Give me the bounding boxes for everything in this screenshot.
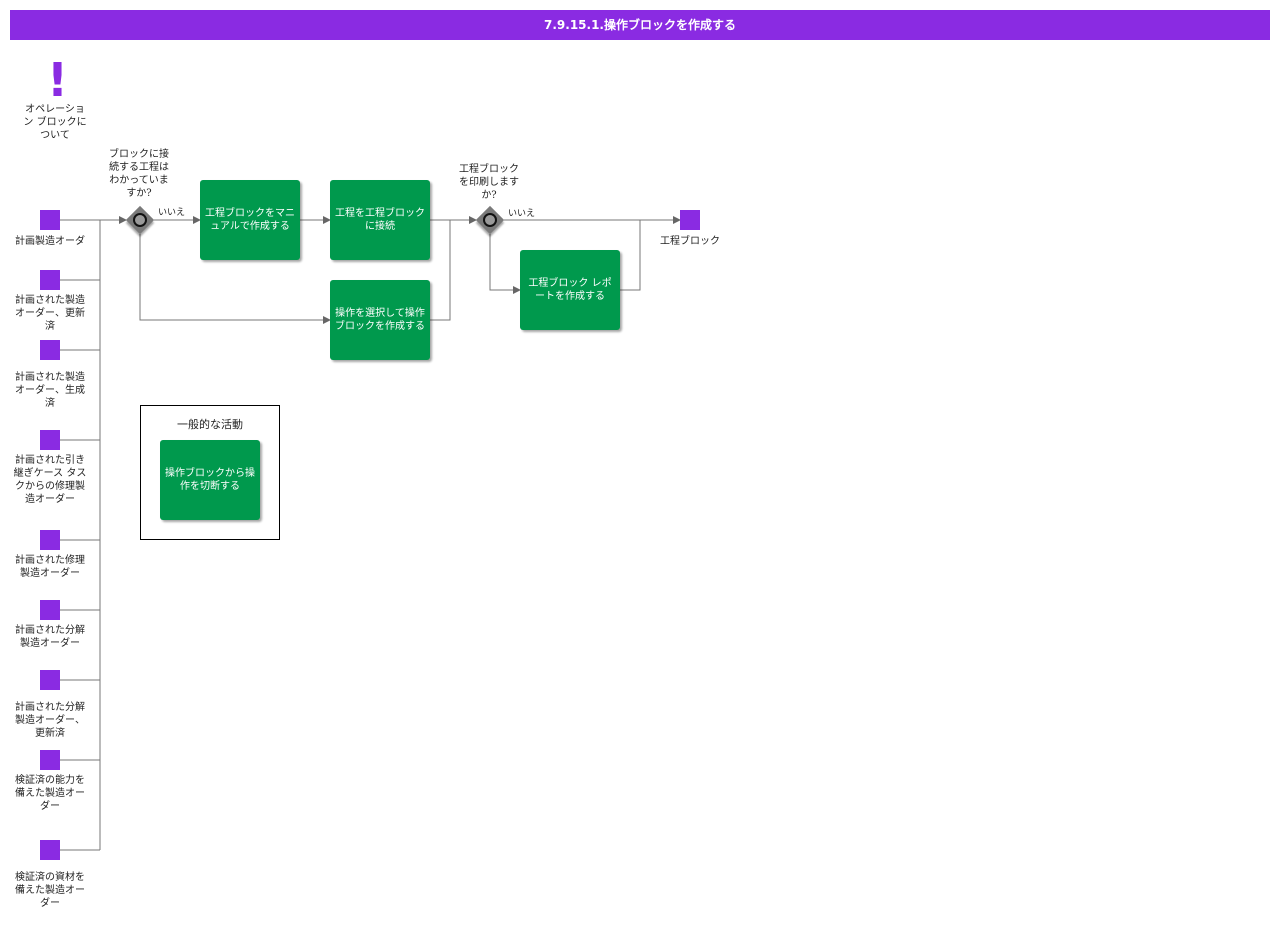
gateway-2-label: 工程ブロックを印刷しますか?	[459, 164, 519, 201]
connector-g1-yes	[139, 234, 331, 324]
input-label-1: 計画製造オーダ	[15, 236, 85, 247]
data-object-output[interactable]	[680, 210, 700, 230]
input-label-8: 検証済の能力を備えた製造オーダー	[15, 775, 85, 812]
data-object-input-2[interactable]	[40, 270, 60, 290]
annotation-label: オペレーション ブロックについて	[23, 104, 87, 141]
data-object-input-3[interactable]	[40, 340, 60, 360]
data-object-input-6[interactable]	[40, 600, 60, 620]
input-label-6: 計画された分解製造オーダー	[15, 625, 85, 649]
input-label-7: 計画された分解製造オーダー、更新済	[15, 702, 85, 739]
connector-report-output	[620, 220, 641, 291]
data-object-input-5[interactable]	[40, 530, 60, 550]
gateway-ring-icon	[130, 210, 150, 230]
input-label-3: 計画された製造オーダー、生成済	[15, 372, 85, 409]
data-object-input-4[interactable]	[40, 430, 60, 450]
gateway-ring-icon	[480, 210, 500, 230]
flow-label-no-2: いいえ	[508, 209, 536, 219]
flow-label-no-1: いいえ	[158, 208, 186, 218]
gateway-1-label: ブロックに接続する工程はわかっていますか?	[109, 149, 169, 199]
data-object-input-8[interactable]	[40, 750, 60, 770]
task-connect-operation[interactable]: 工程を工程ブロックに接続	[330, 180, 430, 260]
data-object-input-7[interactable]	[40, 670, 60, 690]
data-object-input-1[interactable]	[40, 210, 60, 230]
group-title: 一般的な活動	[177, 418, 243, 431]
exclamation-icon: !	[47, 53, 68, 107]
input-label-9: 検証済の資材を備えた製造オーダー	[15, 872, 85, 909]
task-disconnect-operation[interactable]: 操作ブロックから操作を切断する	[160, 440, 260, 520]
task-manual-create-block[interactable]: 工程ブロックをマニュアルで作成する	[200, 180, 300, 260]
input-label-2: 計画された製造オーダー、更新済	[15, 295, 85, 332]
general-activities-group: 一般的な活動	[140, 405, 280, 540]
input-label-5: 計画された修理製造オーダー	[15, 555, 85, 579]
task-select-create-block[interactable]: 操作を選択して操作ブロックを作成する	[330, 280, 430, 360]
data-object-input-9[interactable]	[40, 840, 60, 860]
connector-g2-yes	[489, 234, 521, 294]
connector-select-g2	[430, 220, 451, 321]
input-label-4: 計画された引き 継ぎケース タス クからの修理製 造オーダー	[13, 455, 87, 505]
page-title: 7.9.15.1.操作ブロックを作成する	[10, 10, 1270, 40]
task-create-report[interactable]: 工程ブロック レポートを作成する	[520, 250, 620, 330]
output-label: 工程ブロック	[660, 236, 720, 247]
